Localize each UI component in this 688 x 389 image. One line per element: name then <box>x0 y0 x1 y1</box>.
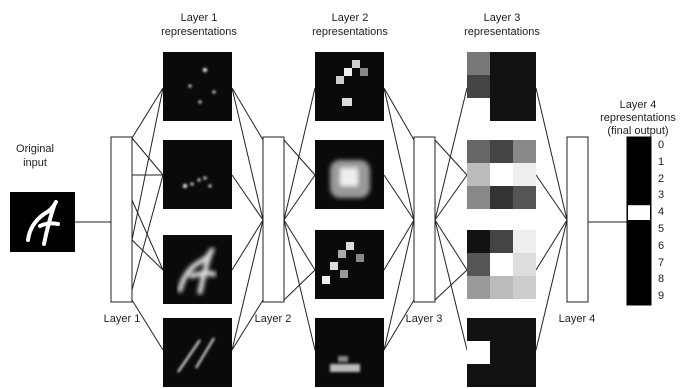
layer-2-header-line2: representations <box>312 26 388 38</box>
layer-2-box <box>262 136 285 303</box>
layer-2-map-1 <box>315 52 384 121</box>
connection-lines <box>75 87 627 351</box>
layer-2-label: Layer 2 <box>254 313 292 325</box>
layer-1-representations <box>163 52 232 387</box>
output-bar <box>627 137 651 305</box>
output-digit-3: 3 <box>658 189 665 202</box>
output-digit-4: 4 <box>658 206 665 219</box>
output-digit-2: 2 <box>658 172 665 185</box>
layer-1-map-3 <box>163 235 232 304</box>
layer-2-header-line1: Layer 2 <box>331 12 369 24</box>
output-digit-9: 9 <box>658 290 665 303</box>
layer-3-header-line2: representations <box>464 26 540 38</box>
layer-3-label: Layer 3 <box>405 313 443 325</box>
output-vector <box>626 136 652 306</box>
original-input-label-1: Original <box>16 143 54 155</box>
layer-1-header-line2: representations <box>161 26 237 38</box>
layer-1-map-1 <box>163 52 232 121</box>
layer-3-box <box>413 136 436 303</box>
layer-2-representations <box>315 52 384 387</box>
layer-2-map-3 <box>315 230 384 299</box>
output-digit-0: 0 <box>658 139 665 151</box>
output-active-cell <box>628 205 650 220</box>
layer-2-map-4 <box>315 318 384 387</box>
layer-4-box <box>566 136 589 303</box>
layer-1-box <box>110 136 133 303</box>
original-input-label-2: input <box>23 157 47 169</box>
layer-4-header-line2: representations <box>600 112 676 124</box>
output-digit-8: 8 <box>658 273 665 286</box>
original-input-image <box>10 192 75 252</box>
layer-4-label: Layer 4 <box>558 313 596 325</box>
layer-3-header-line1: Layer 3 <box>483 12 521 24</box>
output-digit-1: 1 <box>658 155 665 168</box>
output-digit-5: 5 <box>658 223 665 235</box>
output-digit-7: 7 <box>658 256 665 269</box>
output-digit-6: 6 <box>658 239 665 252</box>
layer-4-header-line1: Layer 4 <box>619 99 657 111</box>
layer-1-label: Layer 1 <box>103 313 141 325</box>
layer-1-map-2 <box>163 140 232 209</box>
layer-3-representations <box>467 52 536 387</box>
layer-1-header-line1: Layer 1 <box>180 12 218 24</box>
layer-1-map-4 <box>163 318 232 387</box>
layer-4-header-line3: (final output) <box>607 125 669 137</box>
